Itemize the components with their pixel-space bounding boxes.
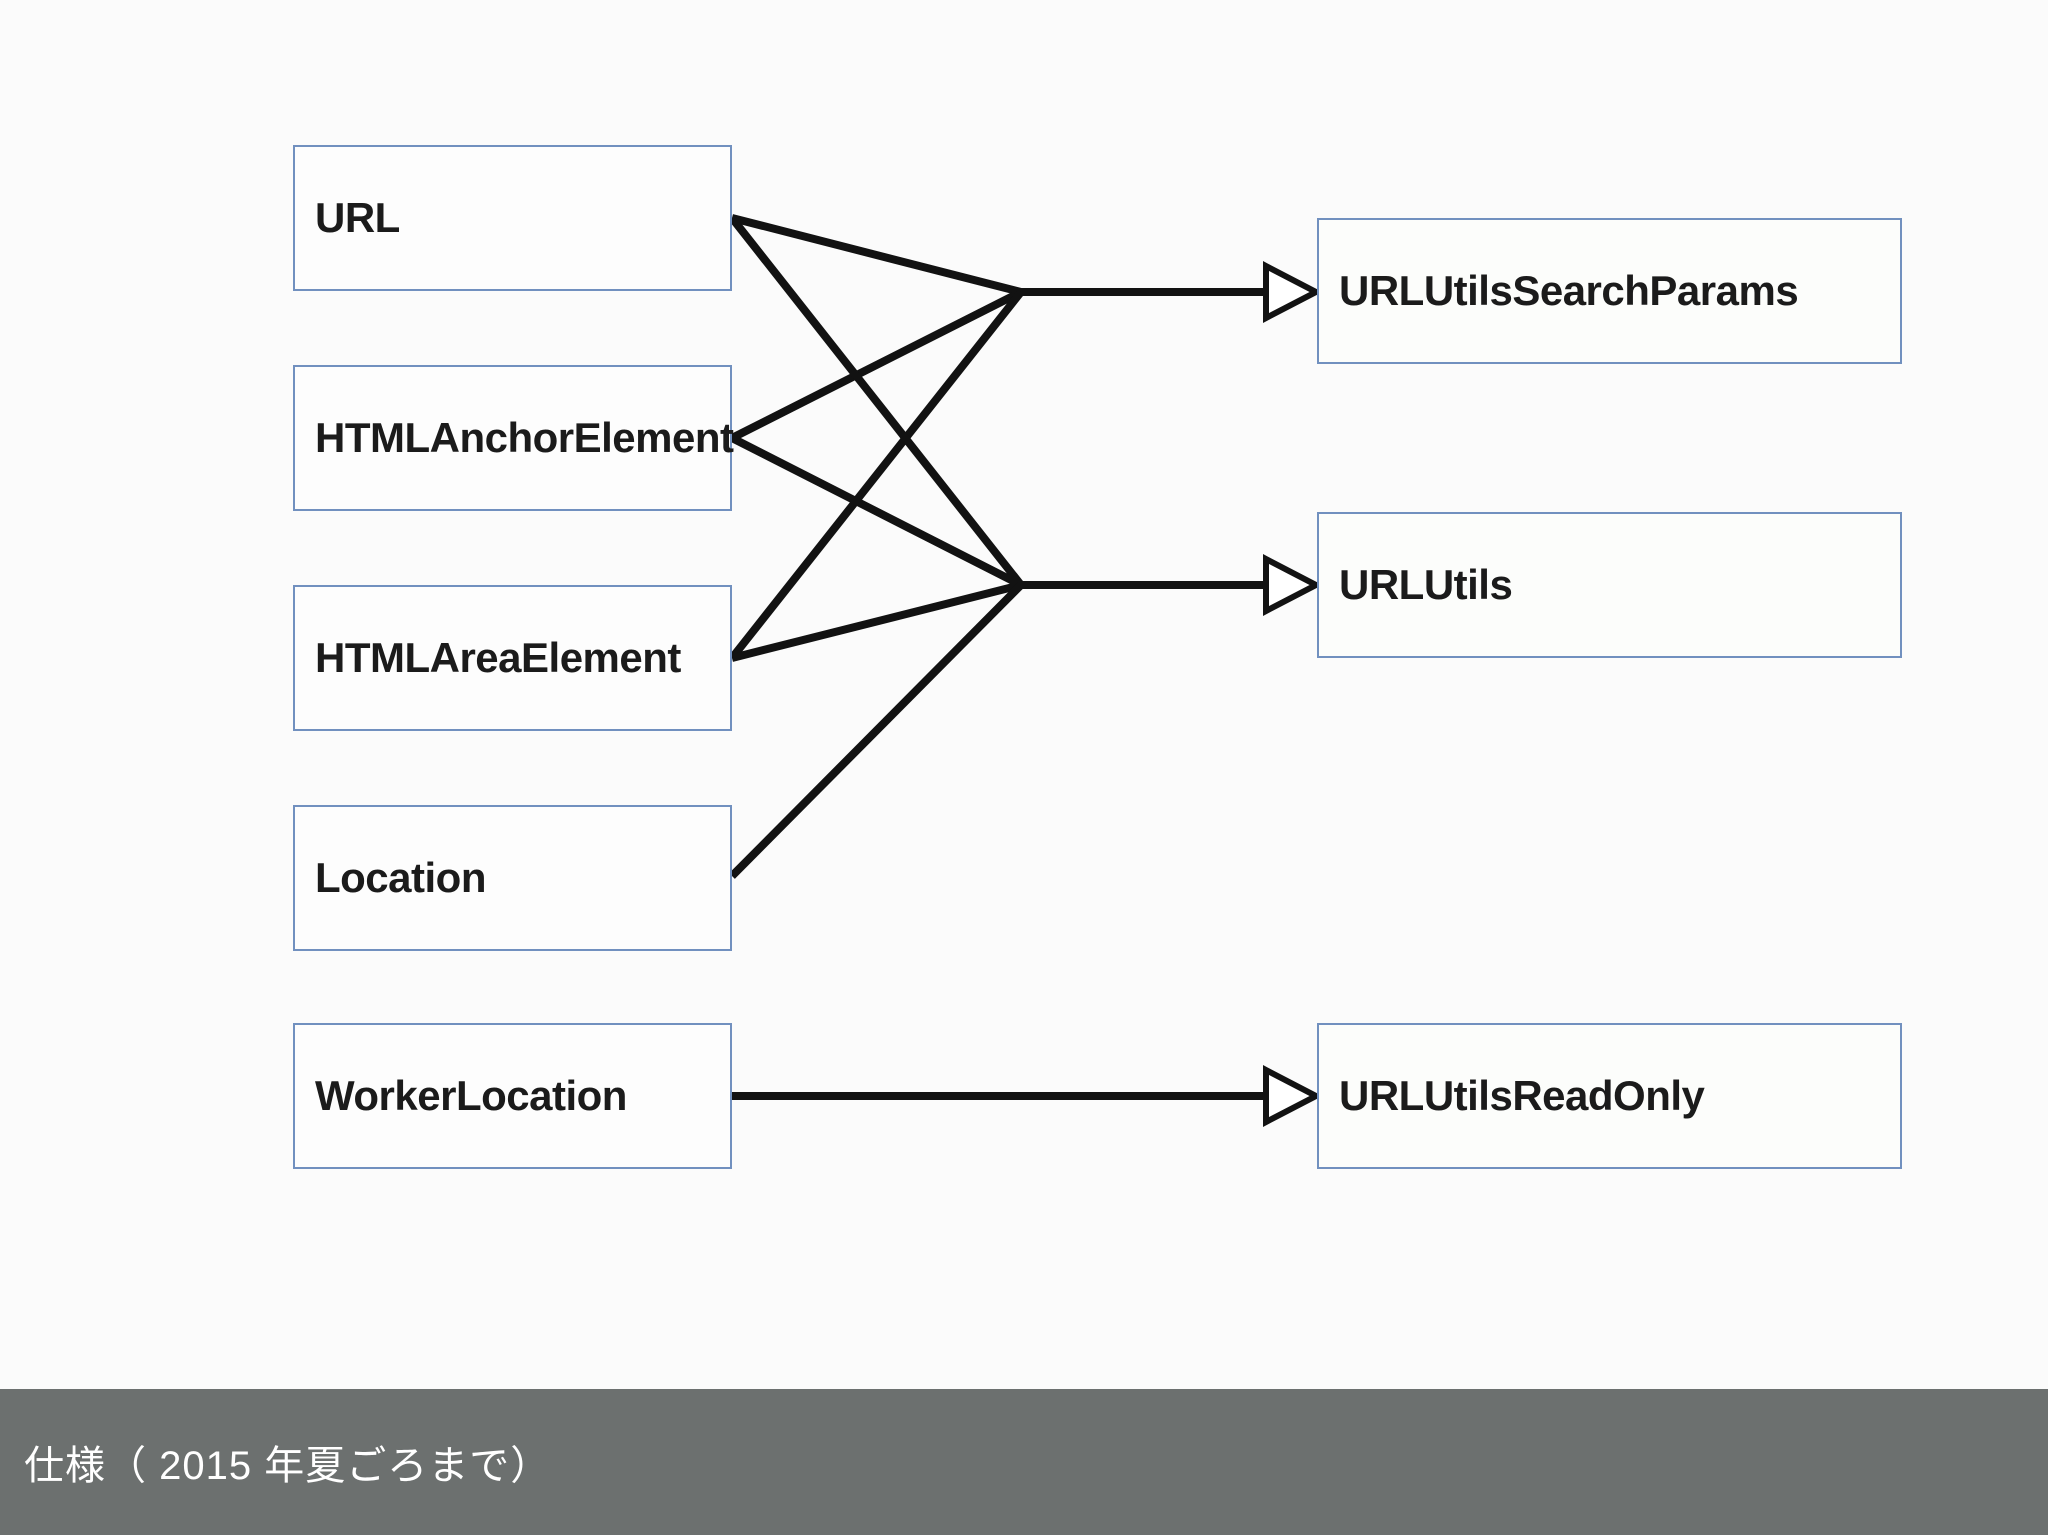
node-location: Location	[293, 805, 732, 951]
footer-bar: 仕様（ 2015 年夏ごろまで）	[0, 1389, 2048, 1535]
footer-caption: 仕様（ 2015 年夏ごろまで）	[24, 1444, 552, 1488]
hollow-arrowhead-URLUtilsReadOnly	[1263, 1065, 1323, 1127]
node-htmlanchorelement: HTMLAnchorElement	[293, 365, 734, 511]
edge-URL-to-URLUtils	[728, 215, 1025, 588]
node-urlutilsreadonly-label: URLUtilsReadOnly	[1339, 1072, 1705, 1119]
node-workerlocation-label: WorkerLocation	[315, 1072, 627, 1119]
edge-HTMLAnchorElement-to-URLUtils	[730, 434, 1023, 589]
node-htmlareaelement: HTMLAreaElement	[293, 585, 732, 731]
node-url: URL	[293, 145, 732, 291]
node-htmlanchorelement-label: HTMLAnchorElement	[315, 414, 734, 461]
edge-HTMLAreaElement-to-URLUtilsSearchParams	[728, 289, 1025, 661]
node-htmlareaelement-label: HTMLAreaElement	[315, 634, 681, 681]
node-urlutils-label: URLUtils	[1339, 561, 1513, 608]
node-urlutilsreadonly: URLUtilsReadOnly	[1317, 1023, 1902, 1169]
edge-HTMLAreaElement-to-URLUtils	[731, 581, 1022, 662]
node-location-label: Location	[315, 854, 487, 901]
node-urlutilssearchparams: URLUtilsSearchParams	[1317, 218, 1902, 364]
node-urlutilssearchparams-label: URLUtilsSearchParams	[1339, 267, 1799, 314]
node-workerlocation: WorkerLocation	[293, 1023, 732, 1169]
edge-HTMLAnchorElement-to-URLUtilsSearchParams	[730, 288, 1023, 442]
edge-Location-to-URLUtils	[729, 582, 1024, 879]
hollow-arrowhead-URLUtils	[1263, 554, 1323, 616]
hollow-arrowhead-URLUtilsSearchParams	[1263, 261, 1323, 323]
node-url-label: URL	[315, 194, 400, 241]
edge-URL-to-URLUtilsSearchParams	[731, 214, 1022, 296]
node-urlutils: URLUtils	[1317, 512, 1902, 658]
